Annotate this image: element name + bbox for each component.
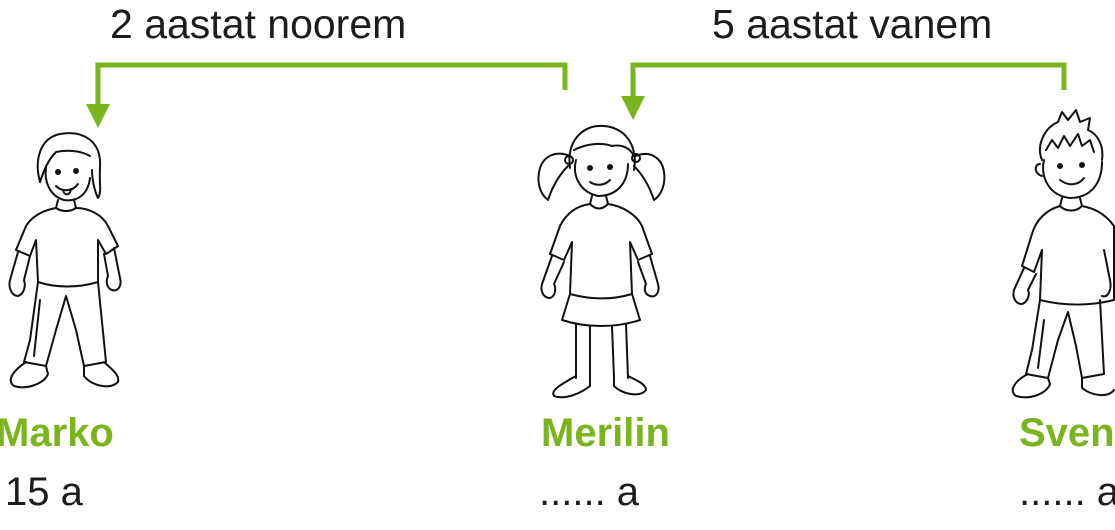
bracket-younger	[86, 62, 568, 128]
older-relation-label: 5 aastat vanem	[712, 1, 993, 47]
boy-sven-illustration	[1011, 109, 1115, 399]
age-sven-blank: ...... a	[1019, 470, 1115, 514]
girl-merilin-illustration	[537, 124, 666, 399]
boy-marko-illustration	[8, 132, 122, 389]
child-name-merilin: Merilin	[541, 411, 670, 455]
bracket-older	[621, 62, 1067, 120]
arrow-down-icon	[621, 96, 645, 120]
child-name-sven: Sven	[1019, 411, 1115, 455]
child-name-marko: Marko	[0, 411, 114, 455]
bracket-older-line	[630, 62, 1067, 100]
age-merilin-blank: ...... a	[539, 470, 640, 514]
age-marko: 15 a	[5, 470, 83, 514]
younger-relation-label: 2 aastat noorem	[110, 1, 407, 47]
bracket-younger-line	[95, 62, 568, 110]
arrow-down-icon	[86, 104, 110, 128]
